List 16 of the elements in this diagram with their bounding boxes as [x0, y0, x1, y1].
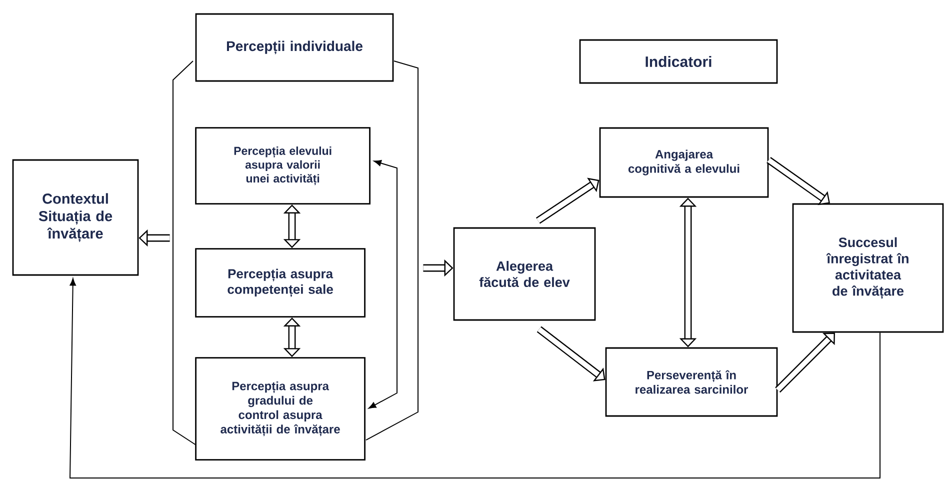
block-arrow	[679, 198, 697, 348]
process-box: Angajarea cognitivă a elevului	[599, 127, 769, 198]
process-box: Alegerea făcută de elev	[453, 227, 596, 321]
process-box: Percepția elevului asupra valorii unei activități	[195, 127, 370, 204]
heading-box: Indicatori	[579, 39, 778, 84]
process-box: Percepția asupra competenței sale	[195, 248, 366, 318]
block-arrow	[536, 326, 606, 382]
process-box: Succesul înregistrat în activitatea de învățare	[792, 203, 944, 333]
process-box: Contextul Situația de învățare	[12, 159, 139, 276]
process-box: Perseverență în realizarea sarcinilor	[605, 347, 778, 417]
block-arrow	[536, 178, 600, 224]
process-box: Percepția asupra gradului de control asupra activității de învățare	[195, 357, 366, 460]
block-arrow	[775, 332, 835, 393]
heading-box: Percepții individuale	[195, 13, 394, 82]
arrow	[368, 160, 398, 409]
arrow	[70, 278, 880, 478]
